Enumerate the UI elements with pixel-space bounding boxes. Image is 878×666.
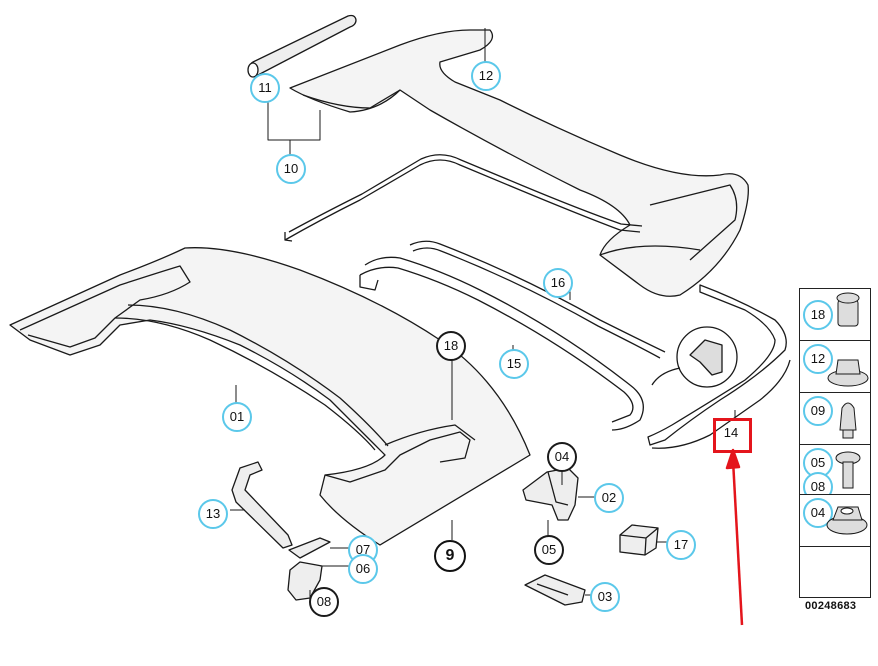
plate-part bbox=[524, 574, 586, 606]
callout-05[interactable]: 05 bbox=[534, 535, 564, 565]
legend-row-arrow bbox=[799, 546, 871, 598]
main-group-label[interactable]: 9 bbox=[434, 540, 466, 572]
legend-row-05-08: 05 08 bbox=[799, 444, 871, 502]
callout-10[interactable]: 10 bbox=[276, 154, 306, 184]
callout-01[interactable]: 01 bbox=[222, 402, 252, 432]
legend-callout-09[interactable]: 09 bbox=[803, 396, 833, 426]
callout-12[interactable]: 12 bbox=[471, 61, 501, 91]
highlight-box bbox=[713, 418, 752, 453]
legend-callout-04[interactable]: 04 bbox=[803, 498, 833, 528]
callout-02[interactable]: 02 bbox=[594, 483, 624, 513]
callout-06[interactable]: 06 bbox=[348, 554, 378, 584]
callout-13[interactable]: 13 bbox=[198, 499, 228, 529]
trim-panel bbox=[9, 247, 531, 546]
arrow-icon bbox=[725, 448, 744, 626]
leader-lines bbox=[230, 28, 736, 598]
detail-inset bbox=[651, 326, 738, 388]
legend-callout-05[interactable]: 05 bbox=[803, 448, 833, 478]
callout-11[interactable]: 11 bbox=[250, 73, 280, 103]
seal-frame bbox=[359, 240, 666, 431]
legend-row-09: 09 bbox=[799, 392, 871, 446]
callout-14[interactable]: 14 bbox=[723, 425, 739, 440]
hinge-bracket bbox=[522, 467, 579, 521]
legend-row-12: 12 bbox=[799, 340, 871, 394]
callout-16[interactable]: 16 bbox=[543, 268, 573, 298]
diagram-id: 00248683 bbox=[805, 600, 857, 612]
legend-callout-18[interactable]: 18 bbox=[803, 300, 833, 330]
callout-03[interactable]: 03 bbox=[590, 582, 620, 612]
callout-15[interactable]: 15 bbox=[499, 349, 529, 379]
seal-strip-upper bbox=[284, 154, 643, 242]
legend-callout-12[interactable]: 12 bbox=[803, 344, 833, 374]
bracket-part bbox=[231, 461, 293, 549]
callout-08[interactable]: 08 bbox=[309, 587, 339, 617]
hardtop-panel bbox=[289, 29, 749, 297]
rubber-block bbox=[619, 524, 659, 556]
legend-row-04: 04 bbox=[799, 494, 871, 548]
callout-17[interactable]: 17 bbox=[666, 530, 696, 560]
legend-row-18: 18 bbox=[799, 288, 871, 342]
rod-part bbox=[247, 14, 357, 78]
callout-18[interactable]: 18 bbox=[436, 331, 466, 361]
callout-04[interactable]: 04 bbox=[547, 442, 577, 472]
